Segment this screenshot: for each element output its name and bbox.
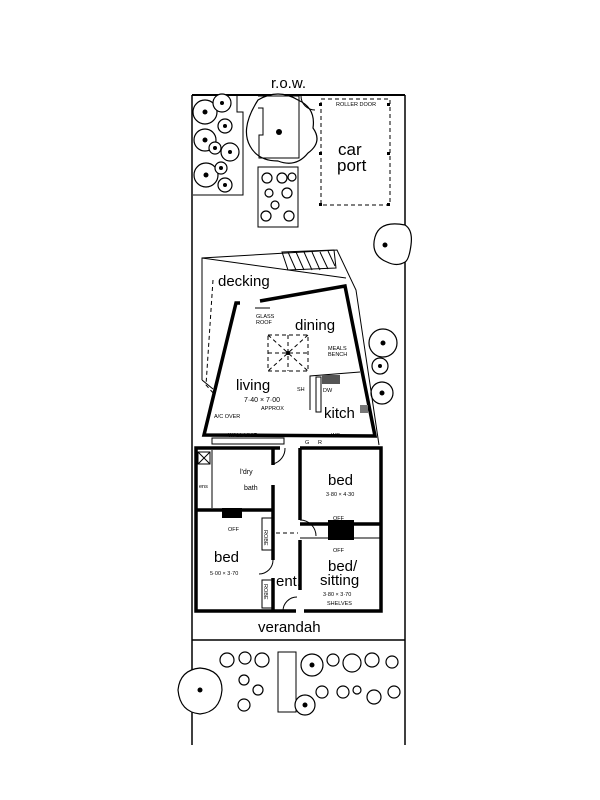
bed1-size: 5·00 × 3·70 xyxy=(210,571,238,577)
laundry-label: l'dry xyxy=(240,469,253,476)
dw-label: DW xyxy=(323,388,333,394)
wall-unit-label: WALL UNIT xyxy=(228,433,258,439)
bath-label: bath xyxy=(244,485,258,492)
garden-bed-left xyxy=(192,93,244,196)
meals-bench-label-2: BENCH xyxy=(328,352,347,358)
r-label: R xyxy=(318,440,322,446)
bed3-label-1: bed/ xyxy=(328,558,358,575)
wd-label: WD xyxy=(331,433,340,439)
dining-label: dining xyxy=(295,317,335,334)
front-house xyxy=(194,446,383,613)
carport-label-2: port xyxy=(337,156,367,175)
shelves-label: SHELVES xyxy=(327,601,352,607)
decking xyxy=(201,249,380,446)
off-label-2: OFF xyxy=(333,516,345,522)
carport xyxy=(300,95,391,206)
decking-label: decking xyxy=(218,273,270,290)
verandah-label: verandah xyxy=(258,619,321,636)
robe-label-1: ROBE xyxy=(262,530,268,546)
off-label-3: OFF xyxy=(333,548,345,554)
row-label: r.o.w. xyxy=(271,75,306,92)
ensuite-label: ens xyxy=(199,484,208,490)
living-block xyxy=(201,257,378,445)
bed3-size: 3·80 × 3·70 xyxy=(323,592,351,598)
glass-roof-label-1: GLASS xyxy=(256,314,275,320)
front-garden xyxy=(177,651,401,716)
living-size: 7·40 × 7·00 xyxy=(244,397,280,404)
sh-label: SH xyxy=(297,387,305,393)
meals-bench-label-1: MEALS xyxy=(328,346,347,352)
bed2-size: 3·80 × 4·30 xyxy=(326,492,354,498)
entry-label: ent. xyxy=(276,573,301,590)
carport-label-1: car xyxy=(338,140,362,159)
g-label: G xyxy=(305,440,309,446)
ac-over-label: A/C OVER xyxy=(214,414,240,420)
robe-label-2: ROBE xyxy=(262,584,268,600)
living-label: living xyxy=(236,377,270,394)
garden-centre xyxy=(245,93,318,228)
bed1-label: bed xyxy=(214,549,239,566)
glass-roof-label-2: ROOF xyxy=(256,320,273,326)
living-approx: APPROX xyxy=(261,406,284,412)
bed2-label: bed xyxy=(328,472,353,489)
kitchen-label: kitch xyxy=(324,405,355,422)
roller-door-label: ROLLER DOOR xyxy=(336,102,376,108)
off-label-1: OFF xyxy=(228,527,240,533)
bed3-label-2: sitting xyxy=(320,572,359,589)
side-trees xyxy=(368,223,412,405)
